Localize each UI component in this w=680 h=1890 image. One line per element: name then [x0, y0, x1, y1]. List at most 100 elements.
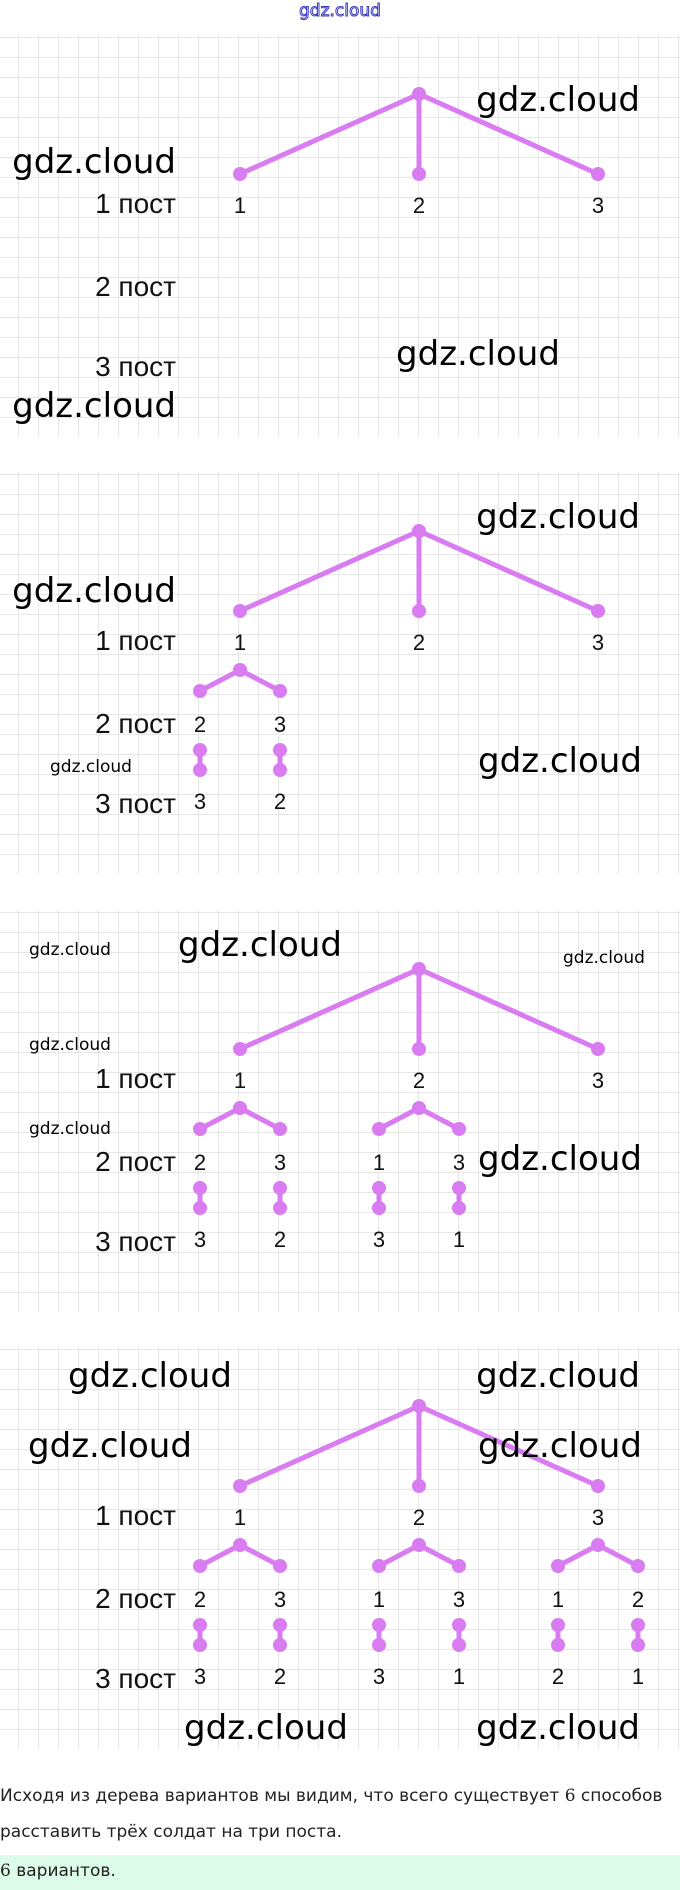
tree-node-level-1	[233, 1479, 247, 1493]
tree-edge	[416, 1403, 601, 1489]
level-3-label: 3	[194, 1664, 206, 1689]
level-3-label: 3	[194, 1227, 206, 1252]
connector-node-bottom	[193, 763, 207, 777]
watermark: gdz.cloud	[563, 948, 645, 968]
connector-node-bottom	[631, 1638, 645, 1652]
connector-node-top	[372, 1181, 386, 1195]
tree-root-node	[412, 1399, 426, 1413]
answer-label: вариантов.	[10, 1861, 116, 1881]
post-1-label: 1 пост	[95, 188, 176, 219]
level-2-label: 3	[453, 1587, 465, 1612]
level-1-label: 1	[234, 1505, 246, 1530]
watermark: gdz.cloud	[12, 386, 176, 426]
subtree-root-node	[591, 1538, 605, 1552]
level-1-label: 1	[234, 193, 246, 218]
tree-node-level-1	[233, 604, 247, 618]
explanation-line-2: расставить трёх солдат на три поста.	[0, 1822, 342, 1842]
connector-node-top	[193, 1181, 207, 1195]
level-3-label: 3	[194, 789, 206, 814]
connector-node-bottom	[452, 1201, 466, 1215]
subtree-root-node	[233, 1538, 247, 1552]
connector-node-bottom	[372, 1201, 386, 1215]
watermark: gdz.cloud	[28, 1426, 192, 1466]
watermark: gdz.cloud	[476, 80, 640, 120]
tree-diagram: 1 2 3 1 пост 2 пост 3 пост gdz.cloud gdz.cloud g…	[12, 80, 640, 426]
level-1-label: 3	[592, 1068, 604, 1093]
connector-node-top	[452, 1618, 466, 1632]
level-2-label: 3	[274, 1150, 286, 1175]
connector-node-top	[273, 1181, 287, 1195]
level-2-label: 2	[194, 712, 206, 737]
tree-edge	[416, 91, 601, 177]
tree-node-level-1	[412, 604, 426, 618]
subtree-edge	[555, 1542, 601, 1569]
level-3-label: 1	[453, 1227, 465, 1252]
tree-edge	[237, 528, 422, 614]
level-1-label: 2	[413, 193, 425, 218]
level-2-label: 1	[373, 1587, 385, 1612]
post-2-label: 2 пост	[95, 1583, 176, 1614]
connector-node-top	[273, 1618, 287, 1632]
connector-node-bottom	[193, 1201, 207, 1215]
level-3-label: 1	[453, 1664, 465, 1689]
post-3-label: 3 пост	[95, 1226, 176, 1257]
level-1-label: 1	[234, 630, 246, 655]
subtree-edge	[197, 667, 243, 694]
watermark: gdz.cloud	[68, 1356, 232, 1396]
watermark: gdz.cloud	[184, 1708, 348, 1748]
watermark: gdz.cloud	[476, 497, 640, 537]
tree-root-node	[412, 962, 426, 976]
tree-node-level-2	[372, 1122, 386, 1136]
post-3-label: 3 пост	[95, 351, 176, 382]
watermark: gdz.cloud	[478, 1426, 642, 1466]
watermark: gdz.cloud	[50, 757, 132, 777]
tree-node-level-2	[193, 1122, 207, 1136]
subtree-edge	[197, 1542, 243, 1569]
subtree-edge	[416, 1105, 462, 1132]
watermark: gdz.cloud	[29, 1119, 111, 1139]
post-2-label: 2 пост	[95, 271, 176, 302]
subtree-root-node	[233, 663, 247, 677]
subtree-edge	[376, 1105, 422, 1132]
tree-node-level-1	[412, 1479, 426, 1493]
tree-node-level-2	[452, 1559, 466, 1573]
connector-node-bottom	[273, 1638, 287, 1652]
watermark: gdz.cloud	[476, 1356, 640, 1396]
level-1-label: 3	[592, 193, 604, 218]
post-2-label: 2 пост	[95, 708, 176, 739]
tree-node-level-1	[233, 1042, 247, 1056]
level-1-label: 1	[234, 1068, 246, 1093]
tree-node-level-2	[273, 1559, 287, 1573]
watermark: gdz.cloud	[478, 1139, 642, 1179]
answer-count: 6	[0, 1861, 11, 1881]
subtree-edge	[237, 1542, 283, 1569]
tree-node-level-1	[591, 604, 605, 618]
level-1-label: 2	[413, 1505, 425, 1530]
level-1-label: 3	[592, 1505, 604, 1530]
subtree-root-node	[412, 1538, 426, 1552]
subtree-edge	[197, 1105, 243, 1132]
tree-node-level-2	[273, 1122, 287, 1136]
explanation-count: 6	[564, 1786, 576, 1806]
answer-box: 6 вариантов.	[0, 1855, 680, 1890]
tree-node-level-2	[452, 1122, 466, 1136]
explanation-line-1: Исходя из дерева вариантов мы видим, что…	[0, 1786, 680, 1806]
watermark: gdz.cloud	[178, 925, 342, 965]
level-2-label: 3	[274, 1587, 286, 1612]
connector-node-bottom	[551, 1638, 565, 1652]
tree-node-level-2	[193, 1559, 207, 1573]
tree-edge	[237, 966, 422, 1052]
connector-node-top	[452, 1181, 466, 1195]
level-2-label: 2	[632, 1587, 644, 1612]
subtree-edge	[237, 1105, 283, 1132]
level-3-label: 2	[274, 1227, 286, 1252]
connector-node-bottom	[273, 763, 287, 777]
level-3-label: 3	[373, 1664, 385, 1689]
connector-node-bottom	[372, 1638, 386, 1652]
watermark: gdz.cloud	[12, 142, 176, 182]
watermark: gdz.cloud	[478, 741, 642, 781]
post-3-label: 3 пост	[95, 788, 176, 819]
level-2-label: 2	[194, 1587, 206, 1612]
